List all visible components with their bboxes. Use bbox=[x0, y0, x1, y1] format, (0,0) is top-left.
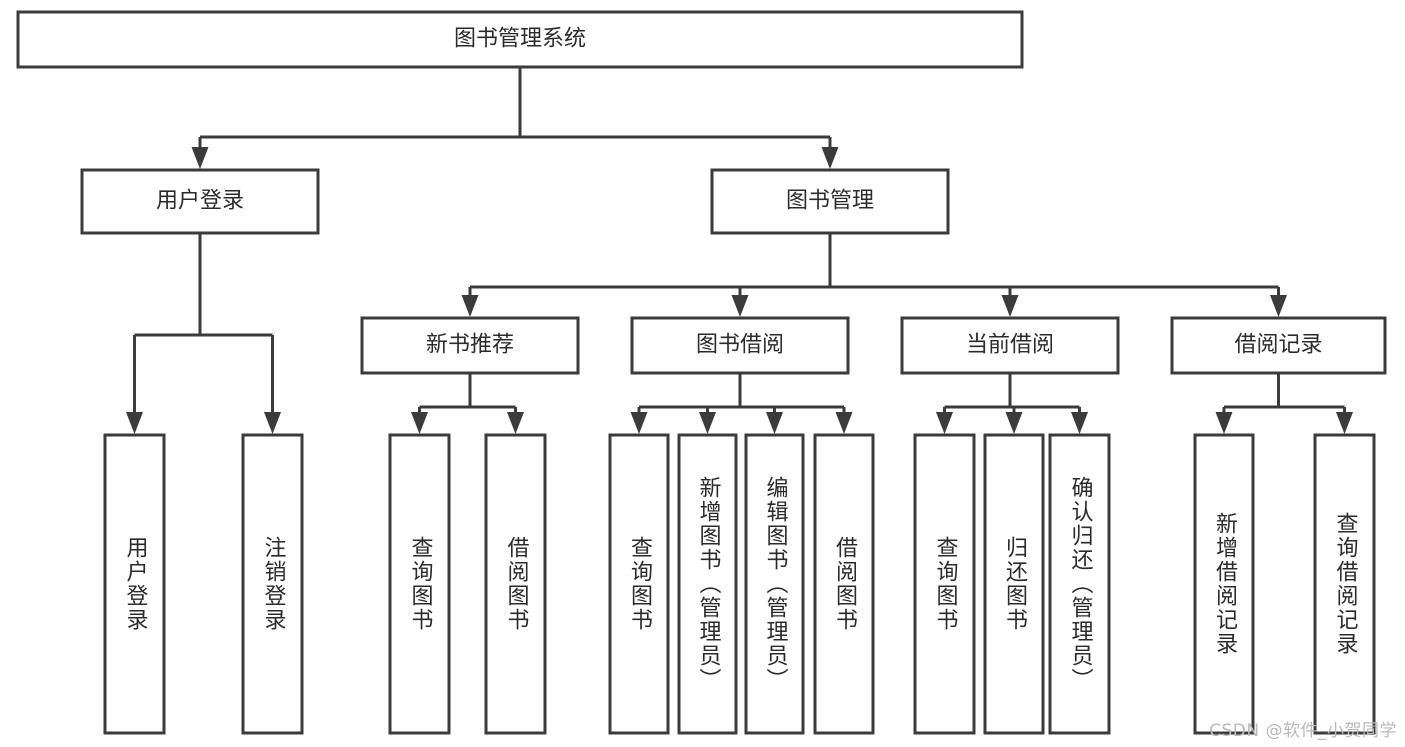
node-box-user-login[interactable] bbox=[80, 168, 320, 235]
user_login-to-leaf_user_login-arrowhead bbox=[126, 412, 143, 434]
new_book_rec-to-leaf_borrow_book_1-arrowhead bbox=[507, 412, 524, 434]
current_borrow-to-leaf_confirm_return-arrowhead bbox=[1071, 412, 1088, 434]
book_borrow-to-leaf_query_book_2-arrowhead bbox=[630, 412, 648, 434]
node-label-leaf-return-book: 归还图书 bbox=[1002, 536, 1028, 632]
node-leaf-query-book-1[interactable]: 查询图书 bbox=[388, 433, 451, 735]
node-new-book-rec[interactable]: 新书推荐 bbox=[360, 316, 580, 375]
node-current-borrow[interactable]: 当前借阅 bbox=[900, 316, 1120, 375]
node-leaf-query-record[interactable]: 查询借阅记录 bbox=[1313, 433, 1376, 735]
node-box-leaf-query-book-2[interactable] bbox=[608, 433, 670, 735]
node-box-new-book-rec[interactable] bbox=[360, 316, 580, 375]
node-box-leaf-logout[interactable] bbox=[241, 433, 304, 735]
node-box-leaf-add-book[interactable] bbox=[677, 433, 738, 735]
node-user-login[interactable]: 用户登录 bbox=[80, 168, 320, 235]
node-box-leaf-borrow-book-2[interactable] bbox=[813, 433, 875, 735]
node-borrow-record[interactable]: 借阅记录 bbox=[1170, 316, 1387, 375]
node-label-root: 图书管理系统 bbox=[454, 27, 586, 52]
node-box-leaf-return-book[interactable] bbox=[983, 433, 1045, 735]
node-box-book-manage[interactable] bbox=[710, 168, 950, 235]
node-label-new-book-rec: 新书推荐 bbox=[426, 333, 514, 358]
borrow_record-to-leaf_query_record-arrowhead bbox=[1336, 412, 1353, 434]
node-label-user-login: 用户登录 bbox=[156, 189, 244, 214]
node-box-leaf-query-book-3[interactable] bbox=[913, 433, 976, 735]
current_borrow-to-leaf_query_book_3-arrowhead bbox=[936, 412, 953, 434]
node-label-leaf-query-record: 查询借阅记录 bbox=[1333, 512, 1359, 656]
node-box-book-borrow[interactable] bbox=[630, 316, 850, 375]
node-label-leaf-confirm-return: 确认归还（管理员） bbox=[1068, 476, 1094, 692]
book_borrow-to-leaf_edit_book-arrowhead bbox=[766, 412, 783, 434]
node-label-leaf-borrow-book-2: 借阅图书 bbox=[832, 536, 858, 632]
node-label-current-borrow: 当前借阅 bbox=[966, 333, 1054, 358]
node-box-current-borrow[interactable] bbox=[900, 316, 1120, 375]
node-label-book-borrow: 图书借阅 bbox=[696, 333, 784, 358]
node-layer: 图书管理系统用户登录图书管理新书推荐图书借阅当前借阅借阅记录用户登录注销登录查询… bbox=[16, 10, 1387, 735]
node-box-root[interactable] bbox=[16, 10, 1024, 69]
node-leaf-borrow-book-1[interactable]: 借阅图书 bbox=[484, 433, 547, 735]
node-label-leaf-query-book-2: 查询图书 bbox=[627, 536, 653, 632]
node-leaf-add-record[interactable]: 新增借阅记录 bbox=[1193, 433, 1255, 735]
book_manage-to-book_borrow-arrowhead bbox=[731, 295, 749, 317]
book_manage-to-current_borrow-arrowhead bbox=[1001, 295, 1019, 317]
node-box-leaf-borrow-book-1[interactable] bbox=[484, 433, 547, 735]
node-book-manage[interactable]: 图书管理 bbox=[710, 168, 950, 235]
node-box-leaf-query-record[interactable] bbox=[1313, 433, 1376, 735]
user_login-to-leaf_logout-arrowhead bbox=[264, 412, 281, 434]
node-box-leaf-query-book-1[interactable] bbox=[388, 433, 451, 735]
node-leaf-confirm-return[interactable]: 确认归还（管理员） bbox=[1048, 433, 1111, 735]
borrow_record-to-leaf_add_record-arrowhead bbox=[1215, 412, 1233, 434]
node-leaf-logout[interactable]: 注销登录 bbox=[241, 433, 304, 735]
root-to-user_login-arrowhead bbox=[191, 147, 209, 169]
node-label-leaf-add-book: 新增图书（管理员） bbox=[696, 476, 722, 692]
node-label-leaf-borrow-book-1: 借阅图书 bbox=[504, 536, 530, 632]
new_book_rec-to-leaf_query_book_1-arrowhead bbox=[411, 412, 428, 434]
node-leaf-query-book-3[interactable]: 查询图书 bbox=[913, 433, 976, 735]
node-label-borrow-record: 借阅记录 bbox=[1234, 333, 1322, 358]
node-leaf-query-book-2[interactable]: 查询图书 bbox=[608, 433, 670, 735]
node-box-leaf-add-record[interactable] bbox=[1193, 433, 1255, 735]
node-book-borrow[interactable]: 图书借阅 bbox=[630, 316, 850, 375]
connector-layer bbox=[126, 67, 1353, 434]
node-leaf-edit-book[interactable]: 编辑图书（管理员） bbox=[744, 433, 805, 735]
book_borrow-to-leaf_add_book-arrowhead bbox=[699, 412, 716, 434]
node-leaf-user-login[interactable]: 用户登录 bbox=[103, 433, 166, 735]
node-label-leaf-query-book-1: 查询图书 bbox=[408, 536, 434, 632]
node-label-leaf-add-record: 新增借阅记录 bbox=[1212, 512, 1238, 656]
node-box-borrow-record[interactable] bbox=[1170, 316, 1387, 375]
book_manage-to-borrow_record-arrowhead bbox=[1270, 295, 1287, 317]
book_manage-to-new_book_rec-arrowhead bbox=[461, 295, 479, 317]
node-label-leaf-user-login: 用户登录 bbox=[123, 536, 149, 632]
book_borrow-to-leaf_borrow_book_2-arrowhead bbox=[835, 412, 853, 434]
node-label-leaf-edit-book: 编辑图书（管理员） bbox=[763, 476, 789, 692]
node-leaf-borrow-book-2[interactable]: 借阅图书 bbox=[813, 433, 875, 735]
node-label-book-manage: 图书管理 bbox=[786, 189, 874, 214]
root-to-book_manage-arrowhead bbox=[821, 147, 839, 169]
node-leaf-add-book[interactable]: 新增图书（管理员） bbox=[677, 433, 738, 735]
node-root[interactable]: 图书管理系统 bbox=[16, 10, 1024, 69]
node-box-leaf-user-login[interactable] bbox=[103, 433, 166, 735]
node-label-leaf-logout: 注销登录 bbox=[261, 536, 287, 632]
current_borrow-to-leaf_return_book-arrowhead bbox=[1005, 412, 1023, 434]
node-leaf-return-book[interactable]: 归还图书 bbox=[983, 433, 1045, 735]
node-label-leaf-query-book-3: 查询图书 bbox=[933, 536, 959, 632]
node-box-leaf-edit-book[interactable] bbox=[744, 433, 805, 735]
node-box-leaf-confirm-return[interactable] bbox=[1048, 433, 1111, 735]
